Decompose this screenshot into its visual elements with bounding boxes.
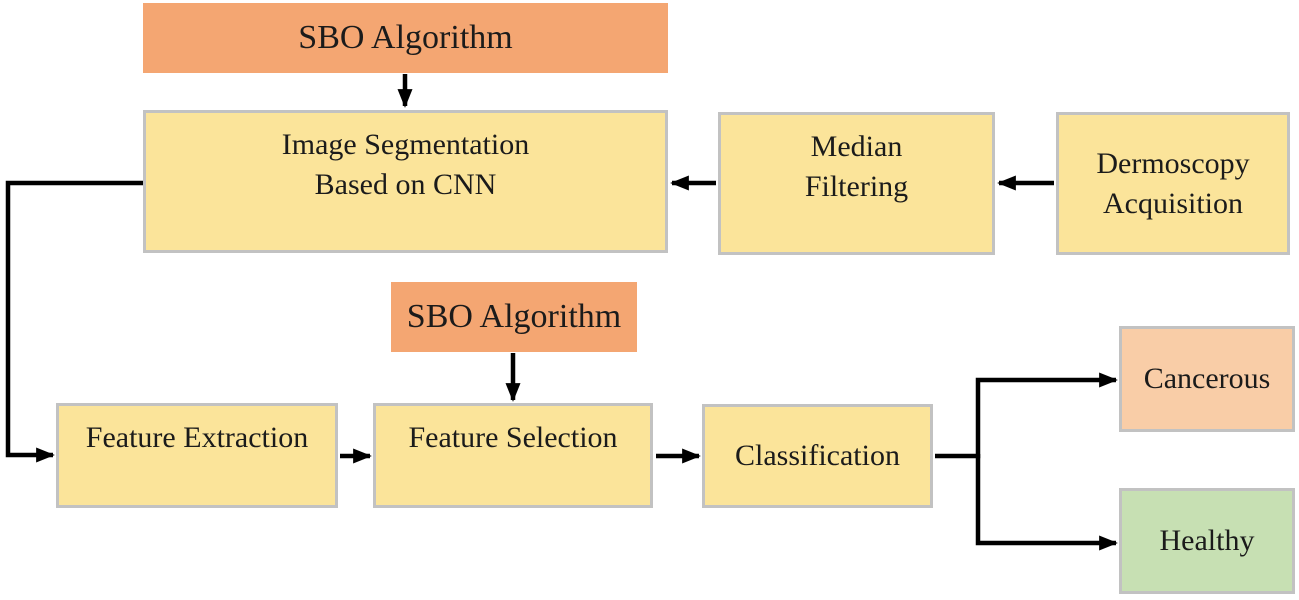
node-label: Median	[810, 130, 903, 163]
node-label: SBO Algorithm	[298, 19, 513, 56]
node-label: Classification	[735, 439, 900, 472]
node-median-filtering: Median Filtering	[718, 112, 995, 255]
node-label: SBO Algorithm	[406, 298, 622, 335]
node-label: Based on CNN	[314, 168, 497, 201]
node-label: Healthy	[1159, 524, 1255, 557]
node-feature-selection: Feature Selection	[373, 403, 653, 508]
node-feature-extraction: Feature Extraction	[56, 403, 338, 508]
edge-classification-to-healthy	[975, 454, 1118, 551]
node-cancerous: Cancerous	[1119, 326, 1295, 432]
node-sbo-algorithm-mid: SBO Algorithm	[391, 282, 637, 352]
node-dermoscopy-acquisition: Dermoscopy Acquisition	[1056, 112, 1290, 255]
node-sbo-algorithm-top: SBO Algorithm	[143, 3, 668, 73]
node-label: Dermoscopy	[1096, 146, 1250, 180]
node-label: Image Segmentation	[281, 128, 530, 161]
node-label: Feature Extraction	[85, 421, 309, 454]
node-healthy: Healthy	[1119, 488, 1295, 594]
edge-classification-to-cancerous	[935, 372, 1118, 459]
node-label: Acquisition	[1103, 186, 1243, 220]
node-label: Feature Selection	[408, 421, 618, 454]
node-image-segmentation: Image Segmentation Based on CNN	[143, 110, 668, 253]
node-classification: Classification	[702, 404, 933, 508]
node-label: Cancerous	[1143, 362, 1271, 395]
node-label: Filtering	[804, 170, 909, 203]
